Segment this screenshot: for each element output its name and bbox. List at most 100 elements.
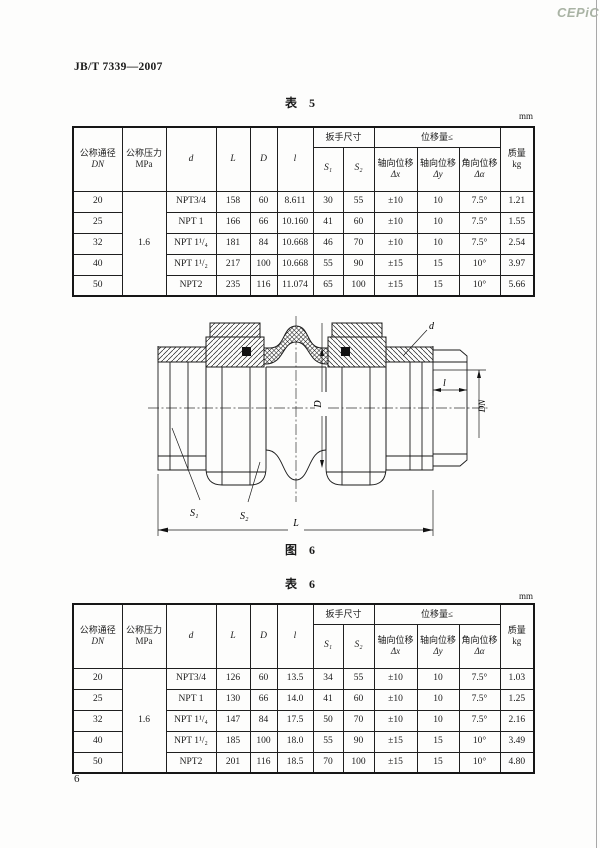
table-cell: 66 bbox=[249, 211, 278, 234]
table-cell: 5.66 bbox=[499, 274, 535, 297]
table-cell: 50 bbox=[312, 709, 344, 732]
table-row: 50 NPT2 201 116 18.5 70 100 ±15 15 10° 4… bbox=[72, 751, 535, 774]
table-cell: 217 bbox=[215, 253, 251, 276]
label-S2: S₂ bbox=[240, 511, 249, 522]
table-cell: 18.5 bbox=[276, 751, 314, 774]
col-d: d bbox=[165, 603, 217, 669]
table-cell: 10° bbox=[458, 253, 501, 276]
table-cell: 130 bbox=[215, 688, 251, 711]
page-number: 6 bbox=[74, 773, 80, 785]
table-cell: 185 bbox=[215, 730, 251, 753]
table-cell: 7.5° bbox=[458, 709, 501, 732]
table-cell: 50 bbox=[72, 274, 123, 297]
table-cell: 235 bbox=[215, 274, 251, 297]
pressure-cell: 1.6 bbox=[121, 667, 167, 774]
table-row: 40 NPT 1¹/₂ 217 100 10.668 55 90 ±15 15 … bbox=[72, 253, 535, 276]
table-cell: 90 bbox=[342, 730, 375, 753]
table-cell: 1.21 bbox=[499, 190, 535, 213]
table-cell: 17.5 bbox=[276, 709, 314, 732]
table-cell: 20 bbox=[72, 667, 123, 690]
table-cell: 1.55 bbox=[499, 211, 535, 234]
table-cell: 20 bbox=[72, 190, 123, 213]
table-cell: 10° bbox=[458, 751, 501, 774]
table-cell: ±10 bbox=[373, 709, 418, 732]
table5-unit: mm bbox=[518, 111, 533, 121]
table-cell: 84 bbox=[249, 709, 278, 732]
label-l: l bbox=[443, 378, 446, 389]
col-L: L bbox=[215, 126, 251, 192]
table-cell: ±15 bbox=[373, 253, 418, 276]
table-cell: 116 bbox=[249, 274, 278, 297]
table-cell: 30 bbox=[312, 190, 344, 213]
table-cell: 15 bbox=[416, 253, 460, 276]
col-l: l bbox=[276, 603, 314, 669]
table-cell: ±10 bbox=[373, 688, 418, 711]
table-cell: 7.5° bbox=[458, 190, 501, 213]
table-cell: 41 bbox=[312, 211, 344, 234]
label-D-mask bbox=[315, 392, 328, 416]
table-cell: ±10 bbox=[373, 667, 418, 690]
dimension-arrows bbox=[158, 348, 481, 533]
table-cell: 15 bbox=[416, 274, 460, 297]
table-cell: 7.5° bbox=[458, 232, 501, 255]
table-row: 32 NPT 1¹/₄ 147 84 17.5 50 70 ±10 10 7.5… bbox=[72, 709, 535, 732]
table-cell: 41 bbox=[312, 688, 344, 711]
col-displacement: 位移量≤ bbox=[373, 126, 501, 148]
table-cell: 10 bbox=[416, 211, 460, 234]
table5-caption: 表 5 bbox=[284, 96, 315, 110]
col-D: D bbox=[249, 603, 278, 669]
col-wrench-size: 扳手尺寸 bbox=[312, 603, 375, 625]
table-cell: 100 bbox=[249, 730, 278, 753]
table-cell: 10 bbox=[416, 190, 460, 213]
col-s1: S₁ bbox=[312, 623, 344, 669]
table-cell: 60 bbox=[249, 190, 278, 213]
table-cell: 8.611 bbox=[276, 190, 314, 213]
table-cell: 166 bbox=[215, 211, 251, 234]
table-row: 32 NPT 1¹/₄ 181 84 10.668 46 70 ±10 10 7… bbox=[72, 232, 535, 255]
table-cell: 60 bbox=[342, 211, 375, 234]
label-d: d bbox=[429, 321, 435, 332]
table-cell: NPT 1¹/₂ bbox=[165, 730, 217, 753]
table-cell: NPT2 bbox=[165, 751, 217, 774]
table-cell: ±15 bbox=[373, 730, 418, 753]
figure-caption: 图 6 bbox=[284, 543, 315, 557]
table-cell: 201 bbox=[215, 751, 251, 774]
pressure-cell: 1.6 bbox=[121, 190, 167, 297]
table-cell: 2.54 bbox=[499, 232, 535, 255]
table-cell: 100 bbox=[249, 253, 278, 276]
label-L: L bbox=[292, 518, 299, 529]
table-cell: NPT3/4 bbox=[165, 667, 217, 690]
table-cell: 100 bbox=[342, 274, 375, 297]
table-row: 20 1.6 NPT3/4 158 60 8.611 30 55 ±10 10 … bbox=[72, 190, 535, 297]
col-l: l bbox=[276, 126, 314, 192]
seal-ring-right bbox=[341, 347, 350, 356]
table-cell: 32 bbox=[72, 709, 123, 732]
table-cell: 55 bbox=[312, 730, 344, 753]
table-cell: 181 bbox=[215, 232, 251, 255]
table-cell: 34 bbox=[312, 667, 344, 690]
union-nut-right-section bbox=[327, 322, 387, 368]
label-DN: DN bbox=[477, 399, 487, 413]
table-cell: 10 bbox=[416, 232, 460, 255]
table-cell: 10 bbox=[416, 667, 460, 690]
table-cell: 1.25 bbox=[499, 688, 535, 711]
cepic-logo: CEPiC bbox=[557, 5, 600, 20]
table-cell: 7.5° bbox=[458, 688, 501, 711]
table-cell: NPT3/4 bbox=[165, 190, 217, 213]
table-cell: NPT 1 bbox=[165, 688, 217, 711]
table-cell: ±10 bbox=[373, 211, 418, 234]
table-cell: 25 bbox=[72, 688, 123, 711]
table-row: 20 1.6 NPT3/4 126 60 13.5 34 55 ±10 10 7… bbox=[72, 667, 535, 774]
table-cell: ±15 bbox=[373, 274, 418, 297]
table-cell: 116 bbox=[249, 751, 278, 774]
table-cell: 90 bbox=[342, 253, 375, 276]
